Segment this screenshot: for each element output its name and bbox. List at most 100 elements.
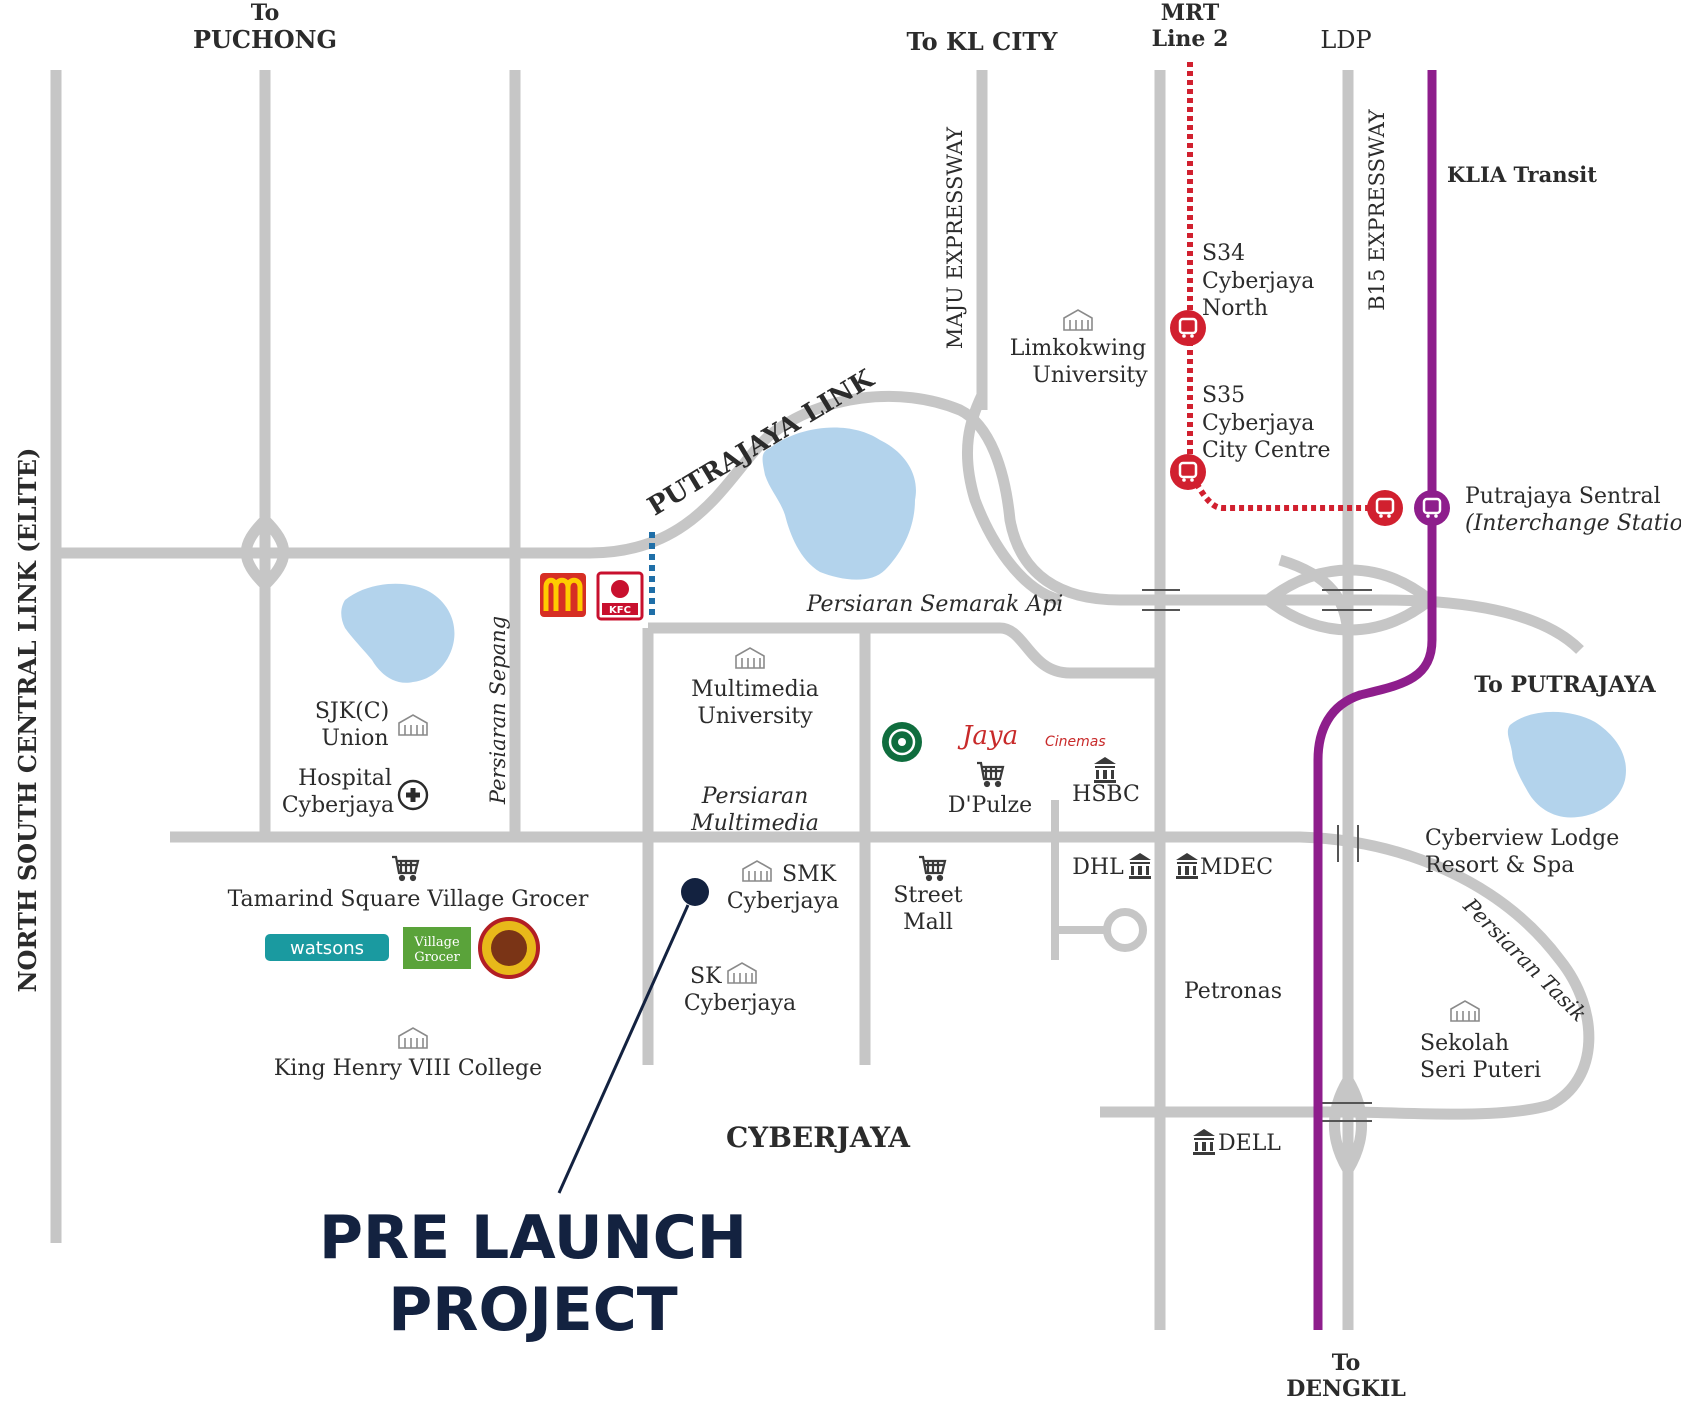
road-crossings xyxy=(1142,589,1372,1122)
label-mrt-line: Line 2 xyxy=(1152,26,1229,52)
label-mmu: Multimedia xyxy=(691,677,819,702)
label-limkokwing-sub: University xyxy=(1032,363,1148,388)
bank-icon xyxy=(1176,853,1198,879)
road-b15-south xyxy=(1329,1069,1367,1181)
lake-east xyxy=(1507,711,1626,818)
label-king-henry: King Henry VIII College xyxy=(274,1056,542,1081)
cart-icons xyxy=(392,761,1005,882)
bank-icon xyxy=(1094,757,1116,783)
klia-transit-line xyxy=(1313,70,1437,1330)
label-s34-name: Cyberjaya xyxy=(1202,269,1314,294)
label-smk: SMK xyxy=(782,862,837,887)
tgv-cinemas-logo: Cinemas xyxy=(1045,734,1106,750)
label-sjkc-sub: Union xyxy=(321,726,388,751)
label-multimedia-2: Multimedia xyxy=(690,811,819,836)
label-to-putrajaya: To PUTRAJAYA xyxy=(1474,672,1656,698)
label-s34-sub: North xyxy=(1202,296,1268,321)
rail-labels: KLIA Transit S34 Cyberjaya North S35 Cyb… xyxy=(1202,162,1681,536)
bank-icon xyxy=(1129,853,1151,879)
label-s35-sub: City Centre xyxy=(1202,438,1331,463)
station-s34 xyxy=(1170,310,1206,346)
bank-icon xyxy=(1193,1129,1215,1155)
kfc-logo: KFC xyxy=(596,571,644,621)
label-tamarind: Tamarind Square Village Grocer xyxy=(228,887,589,912)
label-klia-transit: KLIA Transit xyxy=(1447,162,1597,187)
road-semarak-api xyxy=(648,622,1160,679)
label-dpulze: D'Pulze xyxy=(948,793,1032,818)
label-hospital: Hospital xyxy=(298,766,392,791)
road-persiaran-multimedia xyxy=(170,831,1595,1120)
label-dhl: DHL xyxy=(1072,855,1124,880)
label-tasik: Persiaran Tasik xyxy=(1458,893,1591,1026)
label-sekolah-sub: Seri Puteri xyxy=(1420,1058,1541,1083)
road-maju-curve xyxy=(961,392,1062,606)
label-puchong: PUCHONG xyxy=(193,25,337,54)
mcdonalds-logo xyxy=(540,573,586,617)
label-s35-name: Cyberjaya xyxy=(1202,411,1314,436)
label-to: To xyxy=(251,0,280,26)
label-limkokwing: Limkokwing xyxy=(1010,336,1147,361)
project-pointer-line xyxy=(557,904,690,1194)
label-kl-city: To KL CITY xyxy=(907,27,1059,56)
label-dengkil-to: To xyxy=(1332,1350,1361,1376)
label-mdec: MDEC xyxy=(1200,855,1273,880)
road-puchong-roundabout xyxy=(240,512,290,593)
road-putrajaya-link xyxy=(56,390,1380,606)
project-location-dot xyxy=(681,878,709,906)
shopping-cart-icon xyxy=(392,855,420,882)
label-street-mall-sub: Mall xyxy=(903,910,953,935)
edge-labels: To PUCHONG To KL CITY MRT Line 2 LDP To … xyxy=(193,0,1657,1402)
bar-logo xyxy=(478,917,540,979)
label-cyberview-sub: Resort & Spa xyxy=(1425,853,1574,878)
brand-logos: KFC watsons Village Grocer Jaya Cinemas xyxy=(265,571,1106,979)
label-hospital-sub: Cyberjaya xyxy=(282,793,394,818)
label-street-mall: Street xyxy=(893,883,962,908)
building-icon xyxy=(727,962,757,984)
station-putrajaya-sentral xyxy=(1414,490,1450,526)
rail-lines xyxy=(1170,62,1450,1330)
label-b15: B15 EXPRESSWAY xyxy=(1365,108,1389,311)
lake-central xyxy=(762,427,916,580)
label-elite: NORTH SOUTH CENTRAL LINK (ELITE) xyxy=(13,448,42,993)
shopping-cart-icon xyxy=(977,761,1005,788)
project-label-line1: PRE LAUNCH xyxy=(319,1203,747,1273)
hospital-icon xyxy=(397,779,429,811)
place-labels: Limkokwing University Multimedia Univers… xyxy=(228,336,1620,1156)
label-sjkc: SJK(C) xyxy=(315,699,389,724)
station-mrt-putrajaya xyxy=(1367,490,1403,526)
label-smk-sub: Cyberjaya xyxy=(727,889,839,914)
label-mmu-sub: University xyxy=(697,704,813,729)
village-grocer-logo: Village Grocer xyxy=(403,927,471,969)
building-icon xyxy=(398,714,428,736)
building-icon xyxy=(742,860,772,882)
village-grocer-text: Village xyxy=(413,935,460,950)
starbucks-logo xyxy=(882,722,922,762)
label-dell: DELL xyxy=(1218,1131,1281,1156)
label-sekolah: Sekolah xyxy=(1420,1031,1509,1056)
building-icon xyxy=(1450,1000,1480,1022)
label-dengkil: DENGKIL xyxy=(1286,1376,1406,1402)
label-s35: S35 xyxy=(1202,383,1245,408)
label-petronas: Petronas xyxy=(1184,979,1282,1004)
watsons-logo: watsons xyxy=(265,934,389,961)
project-marker: PRE LAUNCH PROJECT xyxy=(319,878,747,1345)
village-grocer-text-2: Grocer xyxy=(414,950,460,965)
label-cyberjaya: CYBERJAYA xyxy=(726,1121,911,1154)
project-label-line2: PROJECT xyxy=(388,1275,678,1345)
mrt-line-2 xyxy=(1187,62,1395,511)
label-ldp: LDP xyxy=(1320,26,1371,54)
watsons-text: watsons xyxy=(290,938,364,959)
label-putrajaya-sentral: Putrajaya Sentral xyxy=(1465,484,1661,509)
lakes xyxy=(341,427,1626,818)
road-to-putrajaya xyxy=(1379,594,1584,654)
label-hsbc: HSBC xyxy=(1072,782,1140,807)
building-icon xyxy=(1063,309,1093,331)
bank-icons xyxy=(1094,757,1215,1155)
building-icon xyxy=(735,647,765,669)
lake-west xyxy=(341,583,455,683)
station-s35 xyxy=(1170,454,1206,490)
label-maju: MAJU EXPRESSWAY xyxy=(943,126,967,349)
label-mrt: MRT xyxy=(1161,0,1220,26)
jaya-grocer-logo: Jaya xyxy=(957,721,1018,751)
